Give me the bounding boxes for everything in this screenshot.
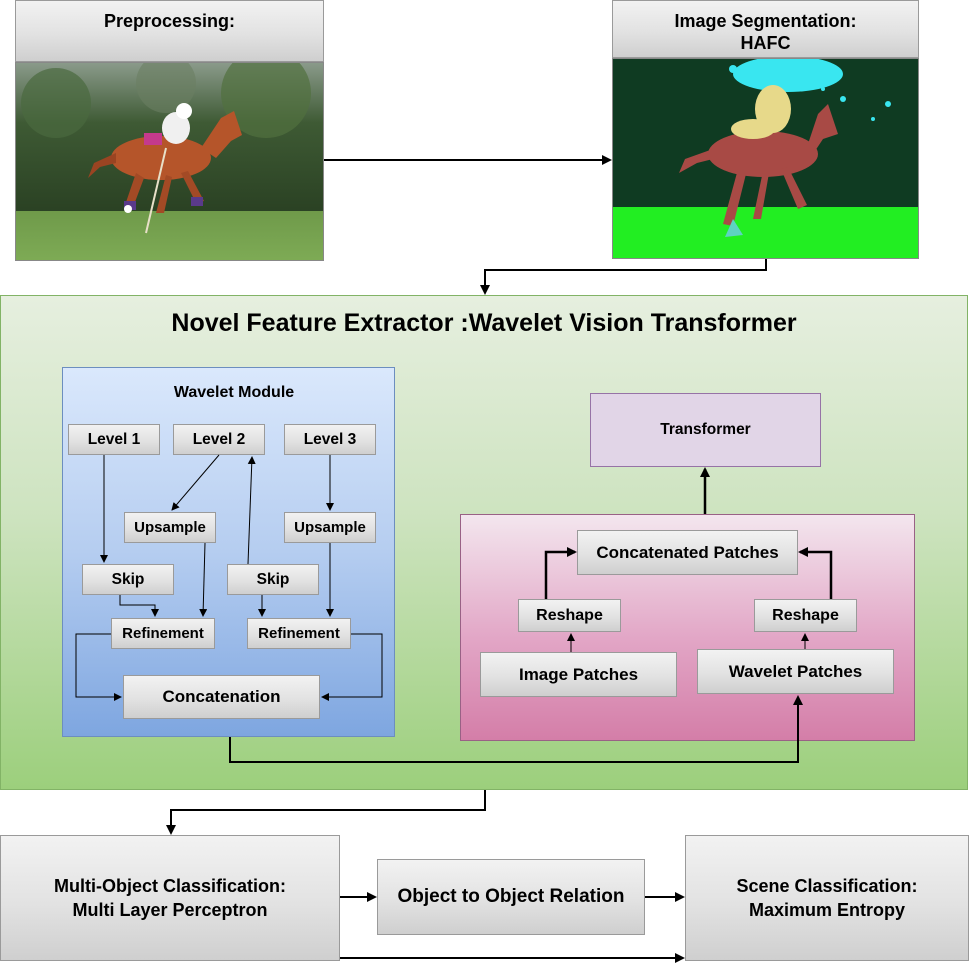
arrow-reshape1-to-concat [544,547,577,599]
scene-label-line2: Maximum Entropy [748,900,905,920]
arrow-skip2-to-level2 [247,456,256,565]
concatenation-box: Concatenation [123,675,320,719]
mlp-label-line1: Multi-Object Classification: [53,876,287,896]
level-1-box: Level 1 [68,424,160,455]
transformer-box: Transformer [590,393,821,467]
arrow-wavelet-to-patches [229,695,803,763]
refinement-box-2: Refinement [247,618,351,649]
mlp-label-line2: Multi Layer Perceptron [72,900,268,920]
arrow-refine1-to-concat [75,633,122,701]
reshape-box-1: Reshape [518,599,621,632]
skip-label-1: Skip [111,570,145,588]
relation-label: Object to Object Relation [397,886,625,907]
wavelet-module-title: Wavelet Module [173,384,295,401]
preprocessing-image [15,62,324,261]
skip-box-2: Skip [227,564,319,595]
wavelet-patches-label: Wavelet Patches [728,661,863,681]
segmentation-label-line2: HAFC [740,33,791,53]
relation-box: Object to Object Relation [377,859,645,935]
wavelet-patches-box: Wavelet Patches [697,649,894,694]
image-patches-box: Image Patches [480,652,677,697]
scene-box: Scene Classification: Maximum Entropy [685,835,969,961]
level-3-label: Level 3 [303,430,357,448]
arrow-refine2-to-concat [321,633,383,701]
level-1-label: Level 1 [87,430,141,448]
level-2-label: Level 2 [192,430,246,448]
scene-label-line1: Scene Classification: [736,876,918,896]
arrow-reshape2-to-concat [798,547,833,599]
mlp-box: Multi-Object Classification: Multi Layer… [0,835,340,961]
concatenated-patches-box: Concatenated Patches [577,530,798,575]
image-patches-label: Image Patches [518,664,639,684]
skip-box-1: Skip [82,564,174,595]
transformer-label: Transformer [660,421,751,438]
preprocessing-header: Preprocessing: [15,0,324,62]
arrow-level2-to-upsample [171,454,220,511]
level-2-box: Level 2 [173,424,265,455]
reshape-label-1: Reshape [536,606,603,624]
concatenation-label: Concatenation [162,687,281,706]
skip-label-2: Skip [256,570,290,588]
horse-figure [88,103,242,234]
refinement-box-1: Refinement [111,618,215,649]
segmentation-label-line1: Image Segmentation: [674,11,857,31]
reshape-label-2: Reshape [772,606,839,624]
refinement-label-1: Refinement [122,625,204,642]
upsample-label-1: Upsample [134,519,206,536]
level-3-box: Level 3 [284,424,376,455]
segmentation-header: Image Segmentation: HAFC [612,0,919,58]
segmentation-image [612,58,919,259]
refinement-label-2: Refinement [258,625,340,642]
upsample-box-2: Upsample [284,512,376,543]
arrow-skip1-to-refine [119,595,159,617]
upsample-label-2: Upsample [294,519,366,536]
concatenated-patches-label: Concatenated Patches [596,542,779,562]
arrow-extractor-to-mlp [166,790,486,835]
arrow-upsample1-to-refine [199,542,208,617]
feature-extractor-title: Novel Feature Extractor :Wavelet Vision … [171,309,797,337]
preprocessing-label: Preprocessing: [103,11,236,31]
reshape-box-2: Reshape [754,599,857,632]
segmented-horse [679,85,838,237]
arrow-segment-to-extractor [480,259,767,295]
upsample-box-1: Upsample [124,512,216,543]
